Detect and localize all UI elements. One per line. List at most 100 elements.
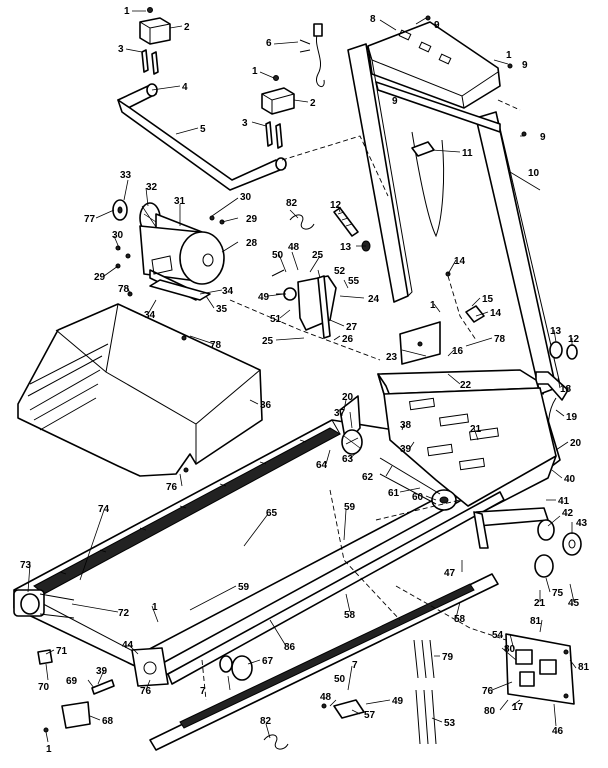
callout-23: 23 xyxy=(386,352,398,363)
callout-14: 14 xyxy=(490,308,502,319)
callout-30: 30 xyxy=(240,192,252,203)
callout-76: 76 xyxy=(482,686,494,697)
callout-76: 76 xyxy=(166,482,178,493)
callout-8: 8 xyxy=(370,14,376,25)
wheel-67 xyxy=(219,655,253,681)
callout-53: 53 xyxy=(444,718,456,729)
callout-46: 46 xyxy=(552,726,564,737)
callout-68: 68 xyxy=(102,716,114,727)
callout-71: 71 xyxy=(56,646,68,657)
upright-right xyxy=(475,111,561,395)
callout-32: 32 xyxy=(146,182,158,193)
console-housing xyxy=(367,21,501,109)
callout-37: 37 xyxy=(334,408,346,419)
callout-20: 20 xyxy=(342,392,354,403)
callout-labels: 1 2 3 4 5 6 1 2 3 8 9 1 9 9 9 10 11 33 3… xyxy=(20,6,590,755)
assembly-guides xyxy=(201,99,521,701)
callout-12: 12 xyxy=(330,200,342,211)
callout-1: 1 xyxy=(506,50,512,61)
callout-39: 39 xyxy=(96,666,108,677)
callout-34: 34 xyxy=(222,286,234,297)
callout-42: 42 xyxy=(562,508,574,519)
wire-bundle-79 xyxy=(413,639,435,679)
bolt-pair-top xyxy=(141,49,159,75)
callout-24: 24 xyxy=(368,294,380,305)
callout-18: 18 xyxy=(560,384,572,395)
callout-59: 59 xyxy=(344,502,356,513)
callout-1: 1 xyxy=(152,602,158,613)
callout-1: 1 xyxy=(124,6,130,17)
callout-13: 13 xyxy=(340,242,352,253)
side-rail-lower xyxy=(167,491,505,685)
callout-45: 45 xyxy=(568,598,580,609)
motor-mount-plate xyxy=(149,255,211,301)
callout-12: 12 xyxy=(568,334,580,345)
callout-27: 27 xyxy=(346,322,358,333)
callout-31: 31 xyxy=(174,196,186,207)
screw-small-top xyxy=(147,7,153,13)
callout-86: 86 xyxy=(284,642,296,653)
callout-43: 43 xyxy=(576,518,588,529)
callout-75: 75 xyxy=(552,588,564,599)
callout-16: 16 xyxy=(452,346,464,357)
wire-harness-82-lower xyxy=(263,734,289,750)
callout-20: 20 xyxy=(570,438,582,449)
callout-2: 2 xyxy=(310,98,316,109)
callout-58: 58 xyxy=(344,610,356,621)
callout-69: 69 xyxy=(66,676,78,687)
front-end-cap xyxy=(131,647,169,687)
upright-crossbar xyxy=(375,81,501,238)
callout-4: 4 xyxy=(182,82,188,93)
callout-14: 14 xyxy=(454,256,466,267)
belt-guard-bar xyxy=(149,573,499,751)
callout-38: 38 xyxy=(400,420,412,431)
callout-79: 79 xyxy=(442,652,454,663)
incline-bracket xyxy=(399,321,441,365)
handle-bracket-top xyxy=(139,17,171,45)
wire-harness-82 xyxy=(289,214,315,230)
callout-9: 9 xyxy=(434,20,440,31)
rear-wheels xyxy=(534,519,582,578)
handle-bracket-mid xyxy=(261,87,295,115)
handlebar-tube xyxy=(117,83,287,191)
callout-55: 55 xyxy=(348,276,360,287)
upright-left xyxy=(347,43,413,303)
callout-65: 65 xyxy=(266,508,278,519)
callout-76: 76 xyxy=(140,686,152,697)
callout-49: 49 xyxy=(392,696,404,707)
controller-board xyxy=(505,633,575,705)
callout-82: 82 xyxy=(286,198,298,209)
callout-5: 5 xyxy=(200,124,206,135)
callout-21: 21 xyxy=(534,598,546,609)
callout-3: 3 xyxy=(242,118,248,129)
callout-67: 67 xyxy=(262,656,274,667)
drive-motor xyxy=(139,213,225,301)
callout-54: 54 xyxy=(492,630,504,641)
callout-80: 80 xyxy=(484,706,496,717)
callout-3: 3 xyxy=(118,44,124,55)
callout-72: 72 xyxy=(118,608,130,619)
sensor-bracket-57 xyxy=(321,699,365,719)
callout-50: 50 xyxy=(334,674,346,685)
callout-78: 78 xyxy=(494,334,506,345)
callout-26: 26 xyxy=(342,334,354,345)
callout-82: 82 xyxy=(260,716,272,727)
callout-22: 22 xyxy=(460,380,472,391)
front-leg-cap xyxy=(43,701,91,733)
incline-motor xyxy=(271,269,337,339)
callout-64: 64 xyxy=(316,460,328,471)
callout-40: 40 xyxy=(564,474,576,485)
callout-48: 48 xyxy=(288,242,300,253)
frame-tube-rear xyxy=(473,507,549,549)
rear-frame-plate xyxy=(383,387,557,507)
hood-screws xyxy=(181,335,189,473)
callout-30: 30 xyxy=(112,230,124,241)
callout-25: 25 xyxy=(262,336,274,347)
callout-81: 81 xyxy=(578,662,590,673)
callout-17: 17 xyxy=(512,702,524,713)
callout-73: 73 xyxy=(20,560,32,571)
bolt-15 xyxy=(445,271,485,323)
screw-console xyxy=(425,15,527,137)
callout-58: 58 xyxy=(454,614,466,625)
